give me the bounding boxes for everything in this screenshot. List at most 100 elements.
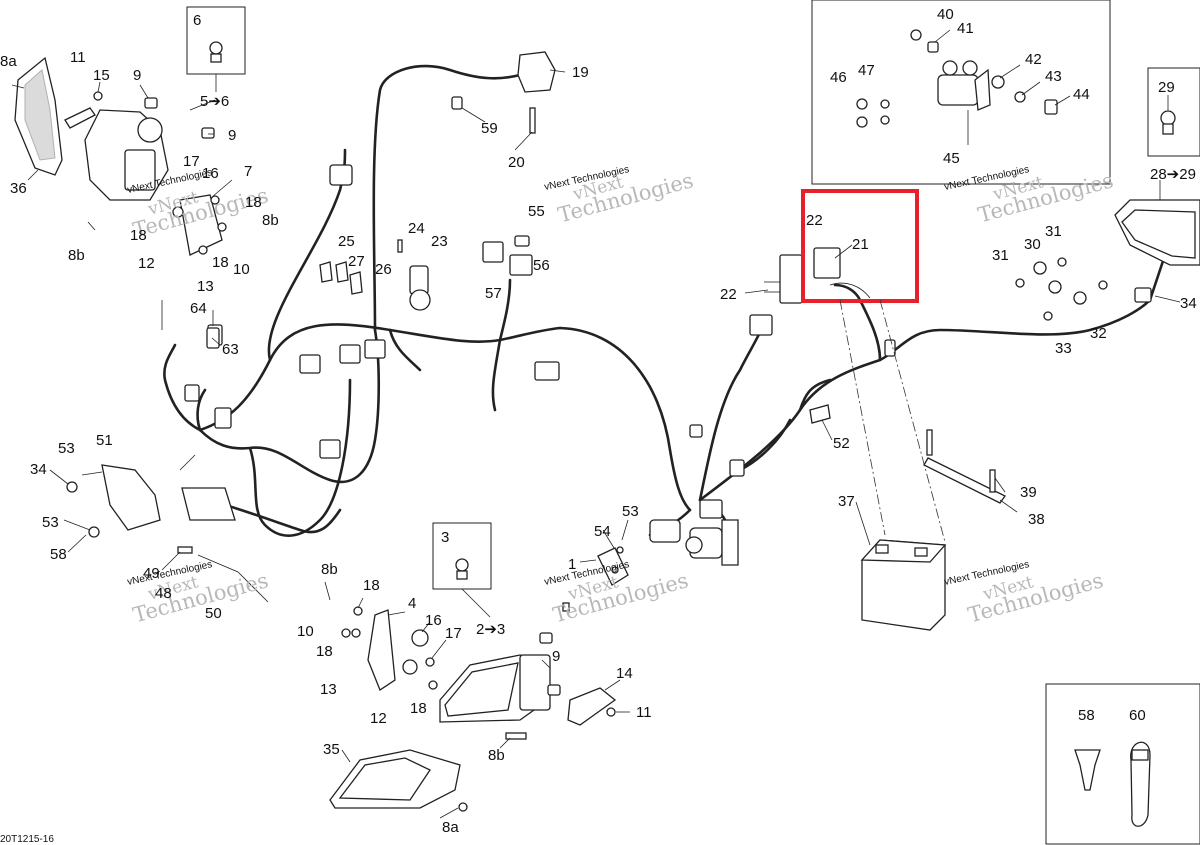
- callout-label: 31: [992, 247, 1009, 264]
- figure-code: 20T1215-16: [0, 834, 54, 845]
- callout-label: 29: [1158, 79, 1175, 96]
- callout-label: 9: [133, 67, 141, 84]
- callout-label: 8b: [68, 247, 85, 264]
- callout-label: 30: [1024, 236, 1041, 253]
- callout-label: 22: [720, 286, 737, 303]
- callout-label: 17: [183, 153, 200, 170]
- callout-label: 27: [348, 253, 365, 270]
- circuit-breaker-21: [764, 247, 871, 304]
- callout-label: 5➔6: [200, 93, 229, 110]
- left-headlight-assembly: [14, 56, 227, 256]
- callout-label: 60: [1129, 707, 1146, 724]
- callout-label: 49: [143, 565, 160, 582]
- callout-label: 18: [212, 254, 229, 271]
- callout-label: 39: [1020, 484, 1037, 501]
- callout-label: 6: [193, 12, 201, 29]
- starter-solenoid: [597, 519, 739, 586]
- callout-label: 17: [445, 625, 462, 642]
- callout-label: 13: [197, 278, 214, 295]
- callout-label: 15: [93, 67, 110, 84]
- callout-label: 40: [937, 6, 954, 23]
- callout-label: 22: [806, 212, 823, 229]
- leader-lines: [11, 29, 1181, 819]
- callout-label: 12: [370, 710, 387, 727]
- callout-label: 3: [441, 529, 449, 546]
- callout-label: 37: [838, 493, 855, 510]
- callout-label: 53: [42, 514, 59, 531]
- callout-label: 11: [70, 49, 86, 66]
- taillight-assembly: [1015, 67, 1200, 321]
- callout-label: 8a: [0, 53, 17, 70]
- callout-label: 25: [338, 233, 355, 250]
- callout-label: 13: [320, 681, 337, 698]
- callout-label: 14: [616, 665, 633, 682]
- highlight-box: [801, 189, 919, 303]
- callout-label: 34: [30, 461, 47, 478]
- callout-label: 18: [130, 227, 147, 244]
- callout-label: 43: [1045, 68, 1062, 85]
- callout-label: 50: [205, 605, 222, 622]
- callout-label: 2➔3: [476, 621, 505, 638]
- bulb-box-3: [432, 522, 492, 618]
- callout-label: 18: [410, 700, 427, 717]
- callout-label: 21: [852, 236, 869, 253]
- callout-label: 53: [622, 503, 639, 520]
- callout-labels: 6 5➔6 8a 11 15 9 9 17 16 7 18 8b 36 18 8…: [0, 6, 1197, 836]
- callout-label: 58: [1078, 707, 1095, 724]
- callout-label: 57: [485, 285, 502, 302]
- callout-label: 1: [568, 556, 576, 573]
- callout-label: 64: [190, 300, 207, 317]
- solenoid-inset-box: [811, 0, 1111, 185]
- callout-label: 16: [425, 612, 442, 629]
- callout-label: 9: [228, 127, 236, 144]
- callout-label: 51: [96, 432, 113, 449]
- callout-label: 58: [50, 546, 67, 563]
- callout-label: 18: [245, 194, 262, 211]
- callout-label: 55: [528, 203, 545, 220]
- small-parts-top: [206, 51, 556, 349]
- callout-label: 54: [594, 523, 611, 540]
- callout-label: 47: [858, 62, 875, 79]
- callout-label: 24: [408, 220, 425, 237]
- callout-label: 35: [323, 741, 340, 758]
- callout-label: 8a: [442, 819, 459, 836]
- callout-label: 48: [155, 585, 172, 602]
- callout-label: 63: [222, 341, 239, 358]
- callout-label: 42: [1025, 51, 1042, 68]
- callout-label: 9: [552, 648, 560, 665]
- callout-label: 41: [957, 20, 974, 37]
- callout-label: 16: [202, 165, 219, 182]
- callout-label: 34: [1180, 295, 1197, 312]
- callout-label: 36: [10, 180, 27, 197]
- callout-label: 26: [375, 261, 392, 278]
- callout-label: 32: [1090, 325, 1107, 342]
- callout-label: 11: [636, 704, 652, 721]
- callout-label: 18: [316, 643, 333, 660]
- callout-label: 59: [481, 120, 498, 137]
- callout-label: 10: [233, 261, 250, 278]
- callout-label: 4: [408, 595, 416, 612]
- callout-label: 56: [533, 257, 550, 274]
- callout-label: 7: [244, 163, 252, 180]
- callout-label: 38: [1028, 511, 1045, 528]
- callout-label: 10: [297, 623, 314, 640]
- callout-label: 18: [363, 577, 380, 594]
- fastener-inset-box: [1045, 683, 1200, 845]
- callout-label: 45: [943, 150, 960, 167]
- callout-label: 31: [1045, 223, 1062, 240]
- callout-label: 33: [1055, 340, 1072, 357]
- callout-label: 20: [508, 154, 525, 171]
- battery-assembly: [809, 299, 1006, 631]
- callout-label: 12: [138, 255, 155, 272]
- right-headlight-assembly: [329, 602, 617, 812]
- callout-label: 8b: [488, 747, 505, 764]
- callout-label: 52: [833, 435, 850, 452]
- main-wiring-harness: [163, 64, 1167, 537]
- callout-label: 53: [58, 440, 75, 457]
- callout-label: 28➔29: [1150, 166, 1196, 183]
- callout-label: 19: [572, 64, 589, 81]
- callout-label: 8b: [321, 561, 338, 578]
- callout-label: 8b: [262, 212, 279, 229]
- bulb-box-6: [186, 6, 246, 92]
